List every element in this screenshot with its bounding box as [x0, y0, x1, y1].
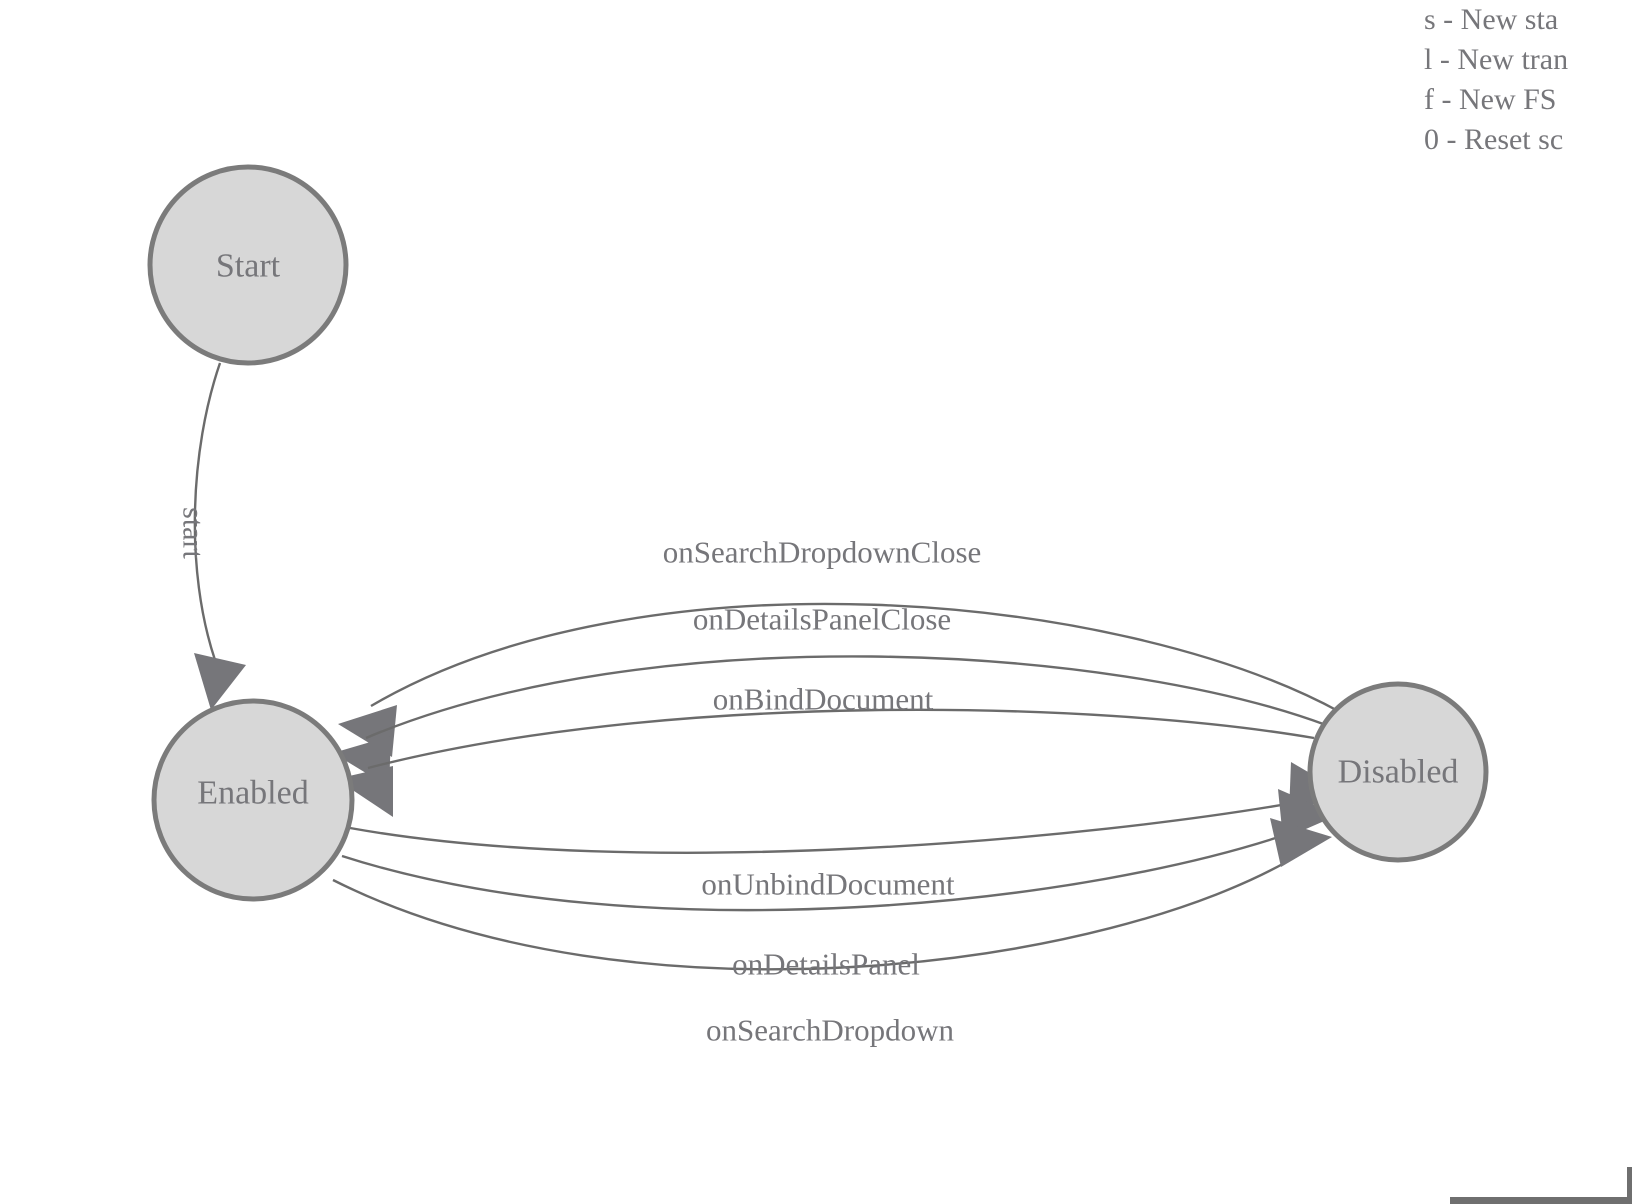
help-line-new-transition: l - New tran — [1424, 43, 1569, 76]
edge-label-onSearchDropdownClose: onSearchDropdownClose — [663, 535, 982, 570]
edge-label-start: start — [177, 507, 210, 559]
transition-path-onUnbindDocument[interactable] — [349, 798, 1311, 854]
arrow-head-start — [194, 653, 246, 710]
edge-label-onBindDocument: onBindDocument — [713, 682, 934, 717]
help-line-reset-scale: 0 - Reset sc — [1424, 123, 1564, 156]
arrow-head-onSearchDropdown — [1270, 818, 1332, 867]
state-label-disabled: Disabled — [1338, 754, 1459, 791]
transition-start-to-enabled[interactable] — [193, 362, 246, 710]
help-line-new-fsm: f - New FS — [1424, 83, 1557, 116]
transition-enabled-to-disabled-unbind-document[interactable] — [349, 762, 1344, 854]
edge-label-onSearchDropdown: onSearchDropdown — [706, 1013, 954, 1048]
state-node-start[interactable]: Start — [147, 164, 349, 366]
transition-path-onBindDocument[interactable] — [367, 708, 1315, 770]
transition-path-onSearchDropdown[interactable] — [332, 852, 1301, 971]
help-line-new-state: s - New sta — [1424, 3, 1559, 36]
state-node-enabled[interactable]: Enabled — [151, 698, 355, 902]
transition-path-onDetailsPanelClose[interactable] — [365, 655, 1327, 740]
keyboard-shortcuts-overlay: s - New sta l - New tran f - New FS 0 - … — [1424, 0, 1632, 160]
state-node-disabled[interactable]: Disabled — [1307, 681, 1489, 863]
state-circle-enabled[interactable] — [151, 698, 355, 902]
transition-path-onSearchDropdownClose[interactable] — [370, 602, 1341, 714]
state-circle-start[interactable] — [147, 164, 349, 366]
edge-label-onUnbindDocument: onUnbindDocument — [701, 867, 955, 902]
transition-disabled-to-enabled-bind-document[interactable] — [336, 708, 1315, 817]
state-label-start: Start — [216, 248, 281, 285]
edge-label-onDetailsPanelClose: onDetailsPanelClose — [693, 602, 951, 637]
transition-enabled-to-disabled-search-dropdown[interactable] — [332, 818, 1332, 971]
transition-path-start[interactable] — [193, 362, 222, 661]
edge-label-onDetailsPanel: onDetailsPanel — [732, 947, 920, 982]
state-label-enabled: Enabled — [197, 775, 308, 812]
transition-path-onDetailsPanel[interactable] — [341, 826, 1306, 912]
state-circle-disabled[interactable] — [1307, 681, 1489, 863]
